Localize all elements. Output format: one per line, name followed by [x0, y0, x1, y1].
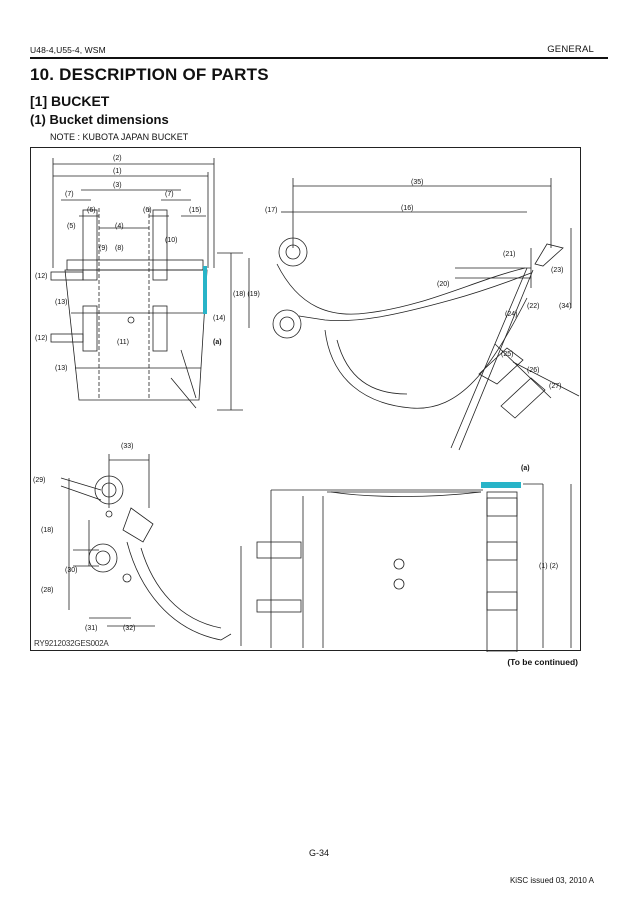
- dim-label-25: (25): [501, 351, 513, 358]
- section-label: GENERAL: [547, 44, 594, 55]
- dim-label-7b: (7): [165, 191, 174, 198]
- manual-model-label: U48-4,U55-4, WSM: [30, 45, 106, 55]
- dim-label-3: (3): [113, 182, 122, 189]
- dim-label-20: (20): [437, 281, 449, 288]
- dim-label-26: (26): [527, 367, 539, 374]
- rear-view: [50, 158, 243, 411]
- issue-label: KiSC issued 03, 2010 A: [509, 876, 594, 885]
- dim-label-8: (8): [115, 245, 124, 252]
- dimension-labels: (2) (1) (3) (7) (7) (6) (6) (15) (5) (4)…: [33, 155, 571, 632]
- callout-a-bottom: (a): [521, 465, 530, 472]
- dim-label-23: (23): [551, 267, 563, 274]
- bottom-wear-plate-callout: [481, 482, 521, 488]
- chapter-heading: 10. DESCRIPTION OF PARTS: [30, 65, 269, 84]
- dim-label-22: (22): [527, 303, 539, 310]
- part-heading: [1] BUCKET: [30, 93, 110, 109]
- dim-label-9: (9): [99, 245, 108, 252]
- header-rule: [30, 57, 608, 59]
- side-profile-view: [248, 178, 580, 451]
- bucket-dimensions-figure: (2) (1) (3) (7) (7) (6) (6) (15) (5) (4)…: [30, 147, 581, 652]
- dim-label-32: (32): [123, 625, 135, 632]
- dim-label-1-2: (1) (2): [539, 563, 558, 570]
- dim-label-31: (31): [85, 625, 97, 632]
- dim-label-21: (21): [503, 251, 515, 258]
- dim-label-10: (10): [165, 237, 177, 244]
- dim-label-11: (11): [117, 339, 129, 346]
- dim-label-29: (29): [33, 477, 45, 484]
- dim-label-17: (17): [265, 207, 277, 214]
- figure-code: RY9212032GES002A: [34, 639, 109, 648]
- page-number: G-34: [308, 848, 329, 858]
- dim-label-6b: (6): [143, 207, 152, 214]
- dim-label-18: (18): [41, 527, 53, 534]
- subpart-heading: (1) Bucket dimensions: [30, 112, 169, 127]
- dim-label-15: (15): [189, 207, 201, 214]
- dim-label-16: (16): [401, 205, 413, 212]
- bucket-drawing: [50, 158, 580, 652]
- wear-plate-callout: [203, 266, 207, 314]
- dim-label-5: (5): [67, 223, 76, 230]
- dim-label-33: (33): [121, 443, 133, 450]
- dim-label-12b: (12): [35, 335, 47, 342]
- dim-label-6a: (6): [87, 207, 96, 214]
- dim-label-24: (24): [505, 311, 517, 318]
- dim-label-34: (34): [559, 303, 571, 310]
- dim-label-7a: (7): [65, 191, 74, 198]
- note-text: NOTE : KUBOTA JAPAN BUCKET: [50, 132, 189, 142]
- dim-label-14: (14): [213, 315, 225, 322]
- dim-label-18-19: (18) (19): [233, 291, 260, 298]
- dim-label-4: (4): [115, 223, 124, 230]
- dim-label-13a: (13): [55, 299, 67, 306]
- dim-label-28: (28): [41, 587, 53, 594]
- dim-label-2: (2): [113, 155, 122, 162]
- dim-label-1: (1): [113, 168, 122, 175]
- dim-label-13b: (13): [55, 365, 67, 372]
- continued-note: (To be continued): [507, 657, 578, 667]
- bottom-view: [256, 483, 572, 652]
- callout-a-top: (a): [213, 339, 222, 346]
- pin-detail-view: [60, 454, 242, 646]
- dim-label-35: (35): [411, 179, 423, 186]
- dim-label-12a: (12): [35, 273, 47, 280]
- dim-label-27: (27): [549, 383, 561, 390]
- dim-label-30: (30): [65, 567, 77, 574]
